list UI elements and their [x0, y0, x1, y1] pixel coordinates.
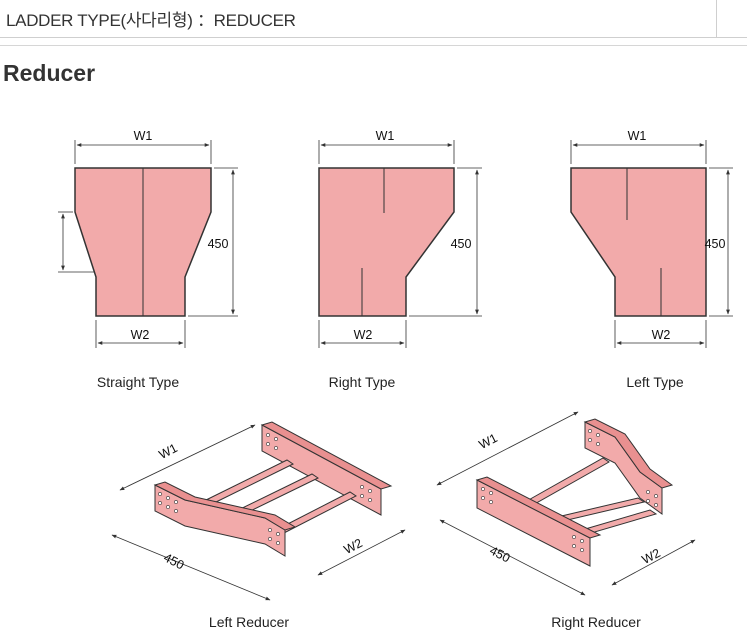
right-type-body: [318, 167, 455, 317]
straight-450-label: 450: [208, 237, 229, 251]
header-bar: LADDER TYPE(사다리형) ：REDUCER: [0, 0, 747, 38]
right-reducer-w1-label: W1: [477, 431, 500, 452]
left-w2-label: W2: [652, 328, 671, 342]
left-type-caption: Left Type: [626, 374, 684, 390]
right-type-diagram: W1 W2 450 Right Type: [318, 129, 482, 390]
left-reducer-iso: W1 450 W2: [111, 421, 406, 601]
right-reducer-w2-label: W2: [640, 546, 663, 567]
left-type-body: [570, 167, 707, 317]
right-reducer-iso: W1 450 W2: [436, 411, 696, 596]
left-reducer-w1-label: W1: [157, 441, 180, 462]
left-450-label: 450: [705, 237, 726, 251]
left-type-diagram: W1 W2 450 Left Type: [570, 129, 733, 390]
left-reducer-caption: Left Reducer: [209, 614, 289, 630]
straight-w2-label: W2: [131, 328, 150, 342]
straight-type-diagram: W1 W2 450 Straight Type: [58, 129, 238, 390]
right-450-label: 450: [451, 237, 472, 251]
right-reducer-450-label: 450: [487, 543, 512, 565]
right-w2-label: W2: [354, 328, 373, 342]
right-reducer-caption: Right Reducer: [551, 614, 641, 630]
left-reducer-450-label: 450: [161, 550, 186, 572]
header-divider: [716, 0, 717, 38]
left-w1-label: W1: [628, 129, 647, 143]
page-title: LADDER TYPE(사다리형) ：REDUCER: [6, 11, 296, 30]
straight-type-caption: Straight Type: [97, 374, 179, 390]
right-type-caption: Right Type: [329, 374, 396, 390]
straight-w1-label: W1: [134, 129, 153, 143]
left-reducer-w2-label: W2: [342, 536, 365, 557]
separator-line: [0, 45, 747, 46]
section-heading: Reducer: [3, 60, 96, 86]
right-w1-label: W1: [376, 129, 395, 143]
